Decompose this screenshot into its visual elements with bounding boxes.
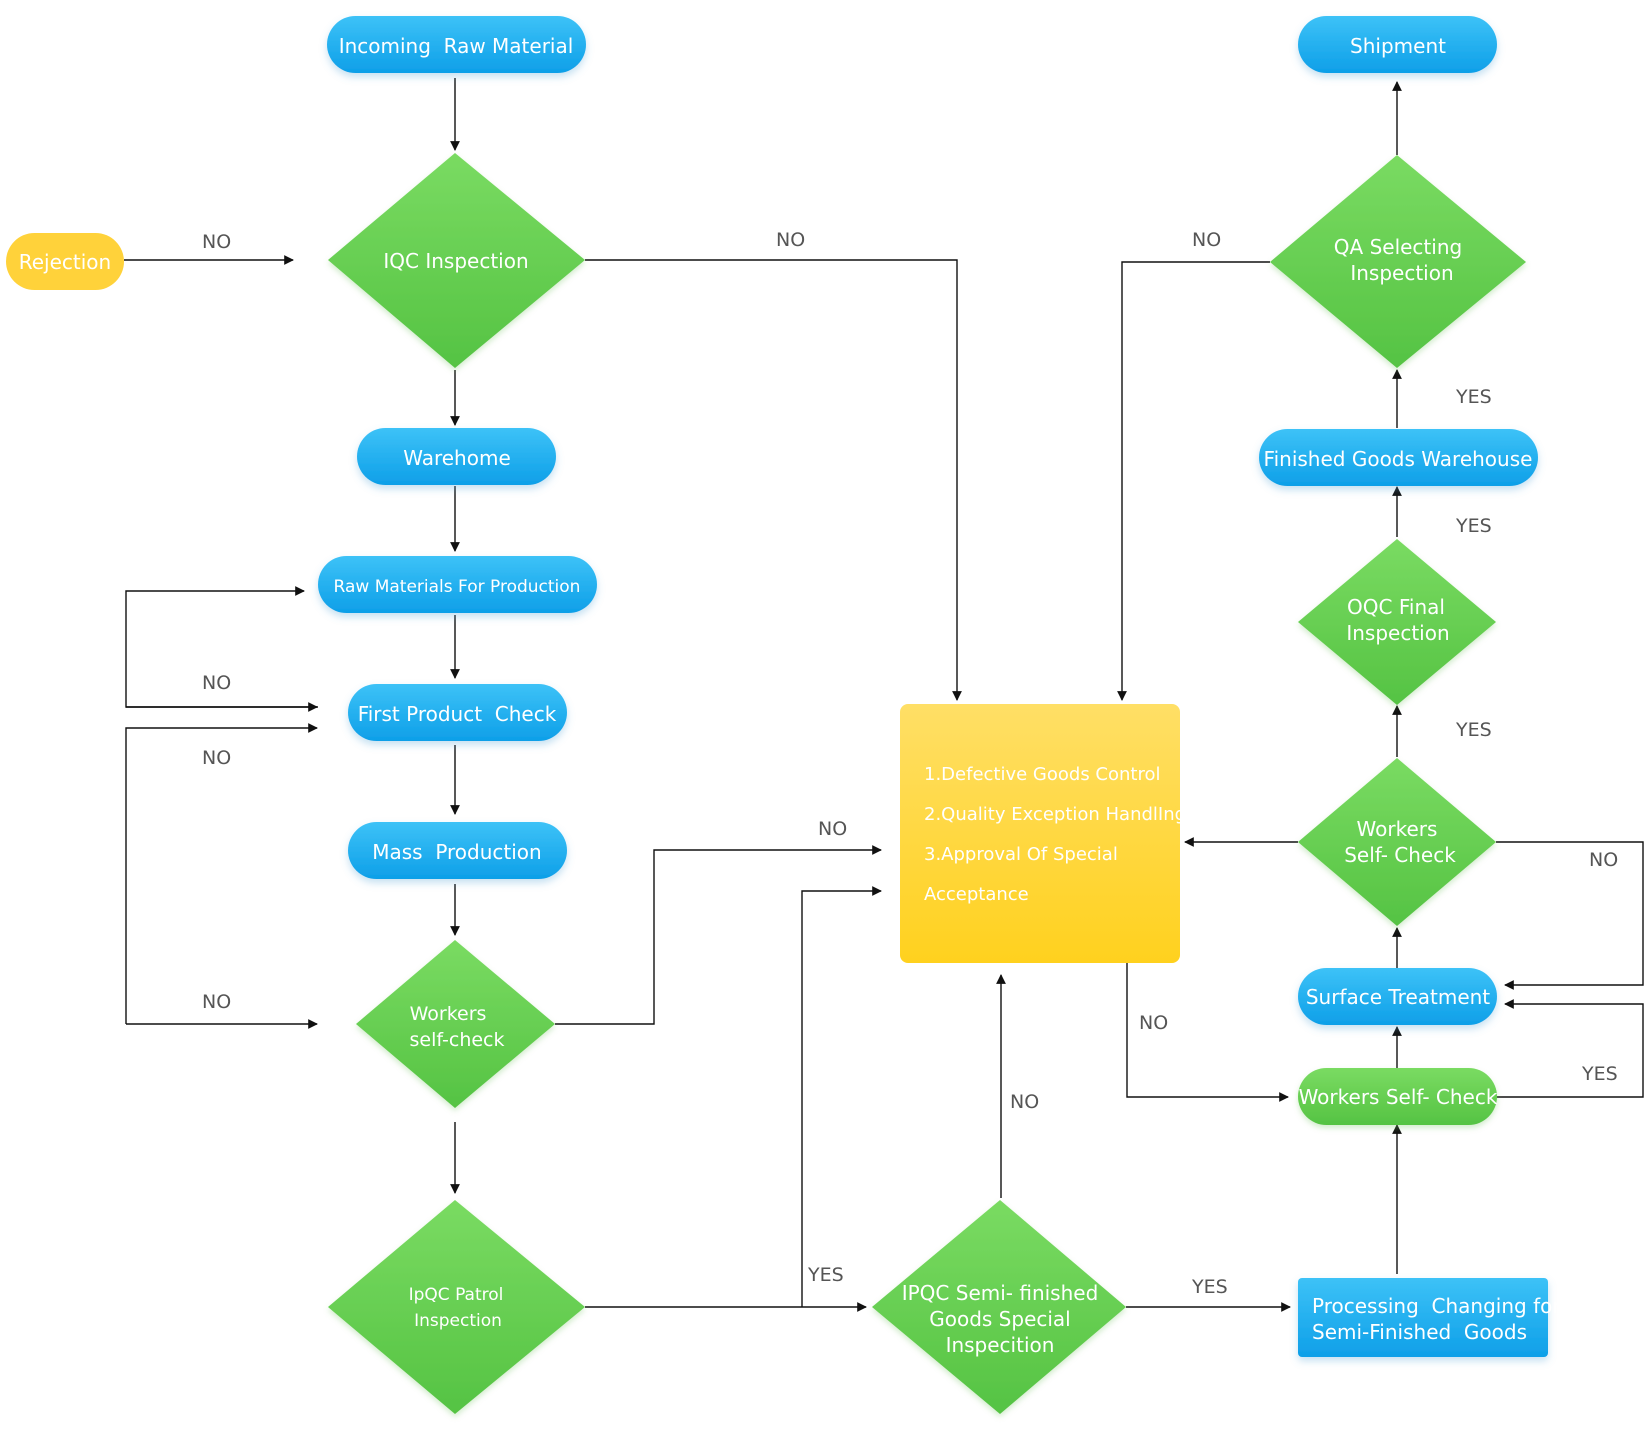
node-warehome-label: Warehome [403,446,511,470]
node-workers-self-check-pill-label: Workers Self- Check [1299,1085,1498,1109]
node-workers-self-check-left-line2: self-check [410,1029,505,1051]
node-oqc-final-inspection-line2: Inspection [1346,621,1449,645]
edge-diamond-no-to-surface [1496,841,1644,990]
edge-selfcheck-no-to-box [555,845,882,1025]
node-workers-self-check-left-line1: Workers [410,1003,487,1025]
node-raw-materials-for-production: Raw Materials For Production [318,556,597,613]
edge-pill-yes-to-surface [1496,999,1644,1098]
control-box-line3: 3.Approval Of Special [924,844,1118,865]
node-workers-self-check-diamond: Workers Self- Check [1298,758,1496,926]
control-box-line1: 1.Defective Goods Control [924,764,1161,785]
label-no-qa: NO [1192,229,1221,251]
node-finished-goods-warehouse-label: Finished Goods Warehouse [1264,447,1533,471]
node-ipqc-patrol-inspection-line2: Inspection [414,1311,502,1331]
node-oqc-final-inspection-line1: OQC Final [1347,595,1445,619]
node-workers-self-check-diamond-line1: Workers [1357,817,1438,841]
node-first-product-check: First Product Check [348,684,567,741]
node-first-product-check-label: First Product Check [358,702,557,726]
edges [124,78,1644,1312]
node-qa-selecting-inspection: QA Selecting Inspection [1270,155,1526,368]
label-yes-semi: YES [1191,1276,1228,1298]
node-processing-changing-line2: Semi-Finished Goods [1312,1320,1527,1344]
node-ipqc-patrol-inspection-line1: IpQC Patrol [409,1285,504,1305]
node-qa-selecting-inspection-line2: Inspection [1350,261,1453,285]
label-yes-pill-loop: YES [1581,1063,1618,1085]
node-warehome: Warehome [357,428,556,485]
label-no-semi: NO [1010,1091,1039,1113]
label-no-box-pill: NO [1139,1012,1168,1034]
node-ipqc-semi-finished-line2: Goods Special [929,1307,1071,1331]
node-ipqc-patrol-inspection: IpQC Patrol Inspection [328,1200,585,1414]
node-processing-changing-line1: Processing Changing for [1312,1294,1561,1318]
control-box-line4: Acceptance [924,884,1029,905]
edge-qa-no-to-box [1117,261,1270,701]
node-rejection-label: Rejection [19,250,111,274]
label-no-first: NO [202,672,231,694]
node-incoming-raw-material: Incoming Raw Material [327,16,586,73]
node-workers-self-check-diamond-line2: Self- Check [1344,843,1456,867]
control-box: 1.Defective Goods Control 2.Quality Exce… [900,704,1186,963]
node-iqc-inspection: IQC Inspection [328,153,585,368]
node-mass-production: Mass Production [348,822,567,879]
node-processing-changing: Processing Changing for Semi-Finished Go… [1298,1278,1561,1357]
edge-box-no-to-pill [1126,963,1289,1102]
node-shipment-label: Shipment [1350,34,1446,58]
node-iqc-inspection-label: IQC Inspection [383,249,528,273]
node-qa-selecting-inspection-line1: QA Selecting [1334,235,1462,259]
node-finished-goods-warehouse: Finished Goods Warehouse [1259,429,1538,486]
node-workers-self-check-left: Workers self-check [356,940,555,1108]
label-yes-oqc: YES [1455,515,1492,537]
label-yes-finished: YES [1455,386,1492,408]
label-yes-diamond: YES [1455,719,1492,741]
node-incoming-raw-material-label: Incoming Raw Material [339,34,574,58]
label-yes-patrol: YES [807,1264,844,1286]
edge-patrol-yes-to-box [801,886,882,1307]
label-no-diamond-loop: NO [1589,849,1618,871]
label-no-selfcheck-box: NO [818,818,847,840]
label-no-rejection: NO [202,231,231,253]
label-no-selfcheck-loop: NO [202,991,231,1013]
node-rejection: Rejection [6,233,124,290]
node-surface-treatment: Surface Treatment [1298,968,1497,1025]
edge-iqc-no-to-box [585,259,962,701]
node-raw-materials-for-production-label: Raw Materials For Production [334,577,581,597]
node-oqc-final-inspection: OQC Final Inspection [1298,539,1496,705]
control-box-line2: 2.Quality Exception HandlIng [924,804,1186,825]
label-no-selfcheck-first: NO [202,747,231,769]
edge-selfcheck-no-to-first [125,723,318,1024]
node-mass-production-label: Mass Production [372,840,541,864]
node-shipment: Shipment [1298,16,1497,73]
node-ipqc-semi-finished: IPQC Semi- finished Goods Special Inspec… [872,1200,1126,1414]
edge-labels: NO NO NO YES YES NO NO YES NO NO NO NO Y… [202,229,1618,1298]
node-workers-self-check-pill: Workers Self- Check [1298,1068,1498,1125]
node-surface-treatment-label: Surface Treatment [1306,985,1490,1009]
node-ipqc-semi-finished-line3: Inspecition [946,1333,1055,1357]
node-ipqc-semi-finished-line1: IPQC Semi- finished [902,1281,1099,1305]
label-no-iqc: NO [776,229,805,251]
